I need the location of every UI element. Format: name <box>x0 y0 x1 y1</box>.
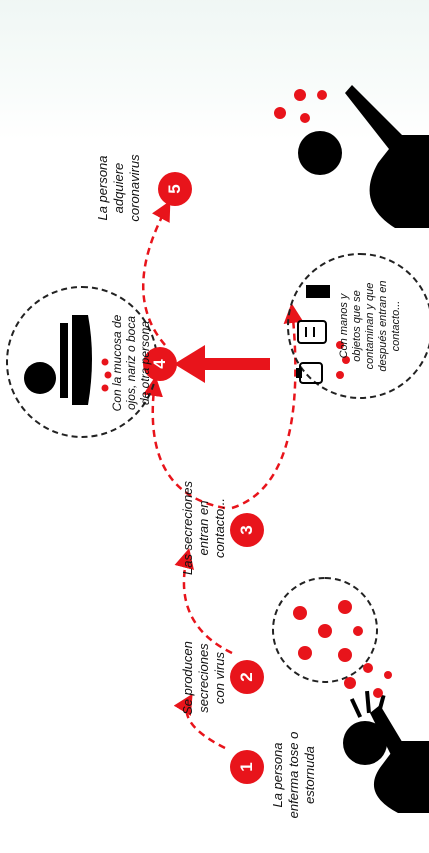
caption-line: contacto... <box>212 498 227 558</box>
step-3-number: 3 <box>237 525 256 535</box>
step-4-caption: Con la mucosa de ojos, nariz o boca de o… <box>110 303 152 423</box>
caption-line: coronavirus <box>127 154 142 222</box>
objects-dashed-circle <box>287 253 429 399</box>
step-3-caption: Las secreciones entran en contacto... <box>180 468 228 588</box>
caption-line: Con la mucosa de <box>110 314 124 412</box>
objects-caption: Con manos y objetos que se contaminan y … <box>338 261 403 391</box>
solid-arrow-objects-to-4 <box>174 345 270 383</box>
caption-line: con virus <box>212 651 227 705</box>
mucosa-dashed-circle <box>6 286 158 438</box>
arrow-4-to-5 <box>142 200 171 346</box>
caption-line: enferma tose o <box>286 731 301 819</box>
caption-line: después entran en <box>377 280 389 372</box>
caption-line: objetos que se <box>351 290 363 362</box>
droplets-dashed-circle <box>272 577 378 683</box>
step-1-number: 1 <box>237 762 256 772</box>
glare-overlay <box>0 0 429 140</box>
caption-line: La persona <box>95 155 110 221</box>
caption-line: adquiere <box>111 162 126 214</box>
caption-line: secreciones <box>196 643 211 713</box>
caption-line: ojos, nariz o boca <box>124 315 138 411</box>
caption-line: La persona <box>270 742 285 808</box>
step-1-circle <box>230 750 264 784</box>
caption-line: Se producen <box>180 641 195 715</box>
cough-virus-particles <box>344 663 392 698</box>
caption-line: contacto... <box>390 300 402 352</box>
caption-line: entran en <box>196 500 211 556</box>
step-2-number: 2 <box>237 672 256 682</box>
step-1-caption: La persona enferma tose o estornuda <box>270 715 318 835</box>
caption-line: Las secreciones <box>180 481 195 575</box>
step-5-caption: La persona adquiere coronavirus <box>95 133 143 243</box>
hand-and-objects-icon <box>296 285 350 384</box>
caption-line: estornuda <box>302 746 317 804</box>
arrow-3-to-objects <box>231 303 304 510</box>
arrow-3-to-4 <box>143 376 226 510</box>
arrow-1-to-2 <box>173 693 226 750</box>
arrow-2-to-3 <box>174 548 233 655</box>
sick-person-coughing-icon <box>343 690 429 813</box>
person-face-icon <box>24 315 112 405</box>
infected-person-icon <box>298 85 429 228</box>
step-4-circle <box>143 347 177 381</box>
infection-virus-particles <box>274 89 327 123</box>
virus-droplets-icon <box>293 600 363 662</box>
caption-line: contaminan y que <box>364 282 376 370</box>
step-2-caption: Se producen secreciones con virus <box>180 623 228 733</box>
dashed-connectors <box>142 200 304 750</box>
caption-line: Con manos y <box>338 293 350 359</box>
caption-line: de otra persona <box>138 320 152 406</box>
step-3-circle <box>230 513 264 547</box>
step-2-circle <box>230 660 264 694</box>
step-5-number: 5 <box>165 184 184 194</box>
step-5-circle <box>158 172 192 206</box>
